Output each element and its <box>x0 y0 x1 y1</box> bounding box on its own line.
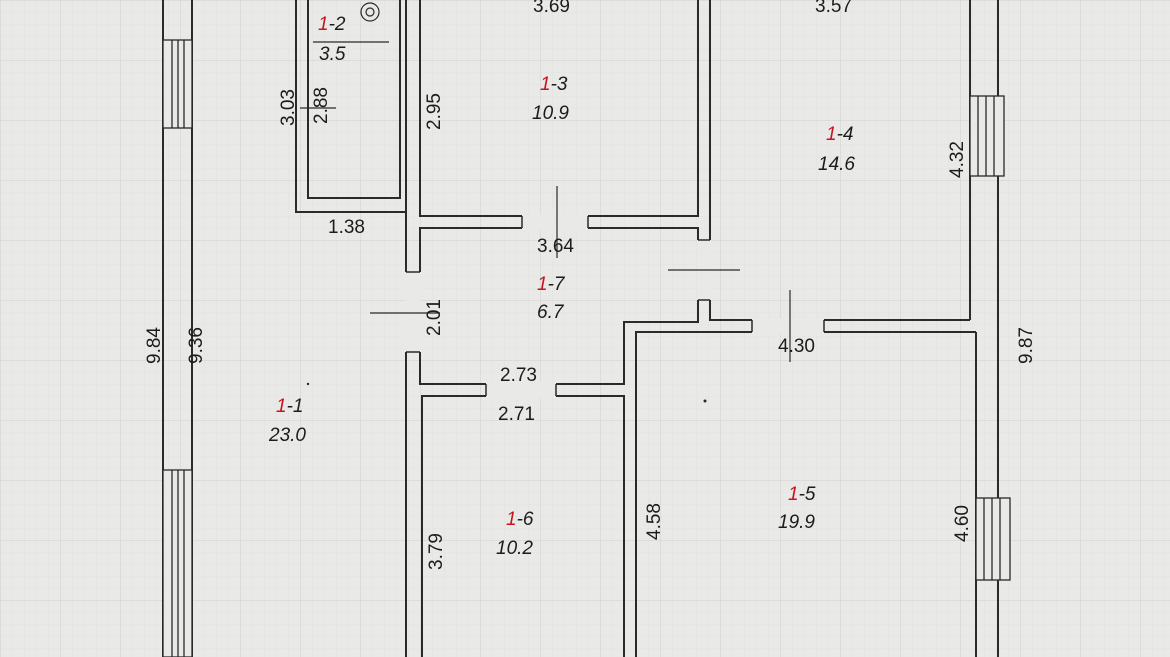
room-1-3-area: 10.9 <box>532 103 569 124</box>
dim-4-60: 4.60 <box>952 505 973 542</box>
dim-2-95: 2.95 <box>424 93 445 130</box>
room-1-5-id: 1-5 <box>788 484 816 505</box>
window-right-lower <box>975 497 1011 581</box>
room-1-7-id: 1-7 <box>537 274 566 295</box>
window-right-upper <box>969 95 1005 177</box>
dim-4-32: 4.32 <box>947 141 968 178</box>
dim-3-79: 3.79 <box>426 533 447 570</box>
room-labels: 1-1 23.0 1-2 3.5 1-3 10.9 1-4 14.6 1-5 1… <box>268 14 855 559</box>
room-1-6-area: 10.2 <box>496 538 533 559</box>
dim-9-87: 9.87 <box>1016 327 1037 364</box>
windows <box>162 39 1011 657</box>
wall-room1-4 <box>709 0 970 321</box>
dim-3-03: 3.03 <box>278 89 299 126</box>
room-1-4-id: 1-4 <box>826 124 853 145</box>
dimension-labels-horizontal: 3.69 3.57 1.38 3.64 4.30 2.73 2.71 <box>328 0 852 425</box>
room-1-1-area: 23.0 <box>268 425 306 446</box>
window-left-upper <box>162 39 193 129</box>
room-1-2-id: 1-2 <box>318 14 346 35</box>
dim-4-30: 4.30 <box>778 336 815 357</box>
dim-1-38: 1.38 <box>328 217 365 238</box>
dim-4-58: 4.58 <box>644 503 665 540</box>
wall-room1-2-inner <box>307 0 401 199</box>
dim-2-88: 2.88 <box>311 87 332 124</box>
dim-3-69: 3.69 <box>533 0 570 17</box>
wall-hall-left-room2 <box>295 0 407 657</box>
dim-9-84: 9.84 <box>144 327 165 364</box>
room-1-3-id: 1-3 <box>540 74 568 95</box>
dim-3-57: 3.57 <box>815 0 852 17</box>
window-left-lower <box>162 469 193 657</box>
room-1-5-area: 19.9 <box>778 512 815 533</box>
dim-2-01: 2.01 <box>424 299 445 336</box>
door-gaps <box>405 214 824 398</box>
room-1-2-area: 3.5 <box>319 44 346 65</box>
dim-2-71: 2.71 <box>498 404 535 425</box>
dim-3-64: 3.64 <box>537 236 574 257</box>
wall-room1-7 <box>419 227 699 385</box>
room-1-4-area: 14.6 <box>818 154 855 175</box>
door-jambs <box>406 216 825 396</box>
room-1-7-area: 6.7 <box>537 302 565 323</box>
room-1-6-id: 1-6 <box>506 509 534 530</box>
dimension-labels-vertical: 3.03 2.88 2.95 4.32 2.01 9.84 9.36 9.87 … <box>144 87 1037 570</box>
dim-2-73: 2.73 <box>500 365 537 386</box>
room-1-1-id: 1-1 <box>276 396 303 417</box>
dimension-leaders <box>300 2 791 362</box>
dim-9-36: 9.36 <box>186 327 207 364</box>
